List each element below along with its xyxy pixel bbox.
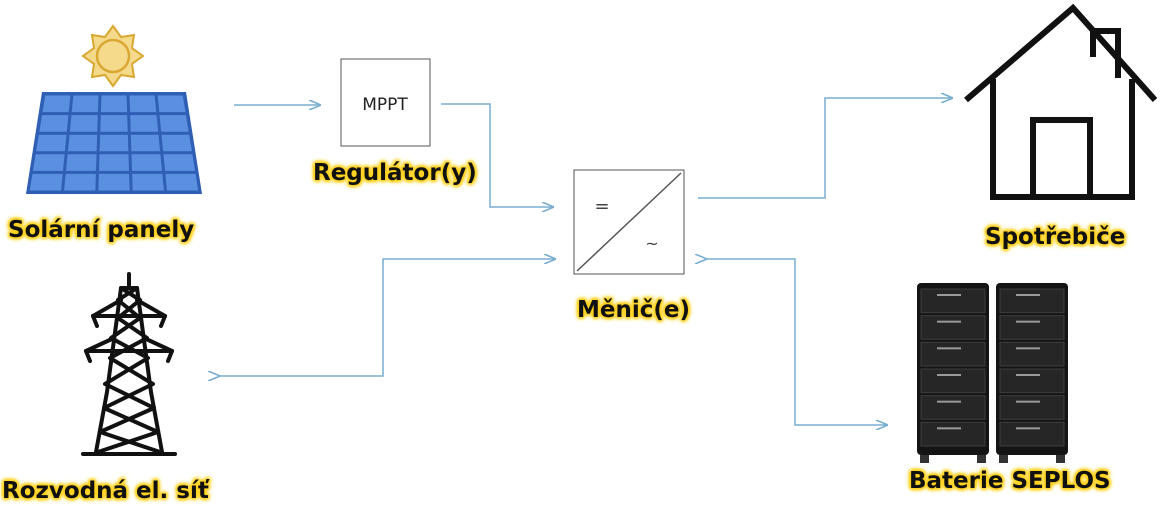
battery-module-badge — [937, 374, 961, 376]
battery-module-badge — [1016, 347, 1040, 350]
battery-module — [920, 315, 986, 340]
battery-module — [999, 341, 1065, 367]
arrow-grid-inverter — [219, 259, 555, 376]
battery-module-badge — [937, 294, 961, 296]
solar-cell — [100, 95, 128, 113]
solar-cell — [29, 173, 63, 191]
solar-cell — [99, 134, 129, 152]
inverter-box: = ~ — [573, 169, 685, 275]
solar-cell — [98, 154, 130, 171]
mppt-label: MPPT — [362, 95, 408, 115]
battery-module — [920, 395, 986, 420]
ac-symbol: ~ — [645, 234, 658, 253]
power-pylon-icon — [81, 272, 177, 456]
arrow-inverter-to-house — [698, 98, 952, 199]
label-grid: Rozvodná el. síť — [2, 478, 209, 504]
solar-cell — [165, 173, 199, 191]
battery-module-badge — [1016, 320, 1040, 323]
dc-symbol: = — [594, 196, 609, 217]
battery-module-badge — [1016, 400, 1040, 403]
solar-cell — [130, 134, 161, 152]
solar-cell — [32, 154, 65, 171]
solar-panel-icon — [26, 92, 202, 194]
solar-cell — [69, 115, 98, 132]
solar-cell — [159, 115, 189, 132]
solar-cell — [163, 154, 196, 171]
battery-module — [999, 368, 1065, 394]
label-regulator: Regulátor(y) — [313, 160, 477, 186]
battery-module-badge — [937, 400, 961, 403]
solar-cell — [71, 95, 99, 113]
solar-cell — [161, 134, 192, 152]
battery-module — [920, 341, 986, 367]
battery-module — [999, 421, 1065, 447]
battery-module — [920, 288, 986, 314]
label-inverter: Měnič(e) — [577, 297, 691, 323]
battery-module — [999, 288, 1065, 314]
battery-module-badge — [1016, 374, 1040, 376]
solar-cell — [36, 134, 67, 152]
battery-module — [999, 395, 1065, 420]
solar-cell — [100, 115, 128, 132]
battery-module-badge — [1016, 294, 1040, 296]
house-icon — [964, 3, 1158, 200]
arrow-inverter-battery — [706, 259, 887, 425]
battery-module — [999, 315, 1065, 340]
label-consumers: Spotřebiče — [985, 224, 1126, 250]
mppt-box — [340, 58, 431, 147]
solar-cell — [67, 134, 98, 152]
sun-icon — [81, 24, 145, 88]
battery-rack-icon — [917, 283, 1068, 463]
battery-module-badge — [937, 320, 961, 323]
solar-cell — [132, 173, 164, 191]
arrow-mppt-to-inverter — [441, 103, 553, 207]
solar-cell — [65, 154, 97, 171]
solar-cell — [131, 154, 163, 171]
label-solar-panels: Solární panely — [8, 217, 195, 243]
battery-module-badge — [937, 347, 961, 350]
solar-cell — [64, 173, 96, 191]
solar-cell — [157, 95, 186, 113]
battery-module-badge — [1016, 427, 1040, 430]
solar-cell — [39, 115, 69, 132]
battery-module — [920, 421, 986, 447]
solar-cell — [130, 115, 159, 132]
label-batteries: Baterie SEPLOS — [909, 468, 1111, 494]
solar-cell — [42, 95, 71, 113]
solar-cell — [98, 173, 130, 191]
battery-module — [920, 368, 986, 394]
solar-cell — [129, 95, 157, 113]
battery-module-badge — [937, 427, 961, 430]
